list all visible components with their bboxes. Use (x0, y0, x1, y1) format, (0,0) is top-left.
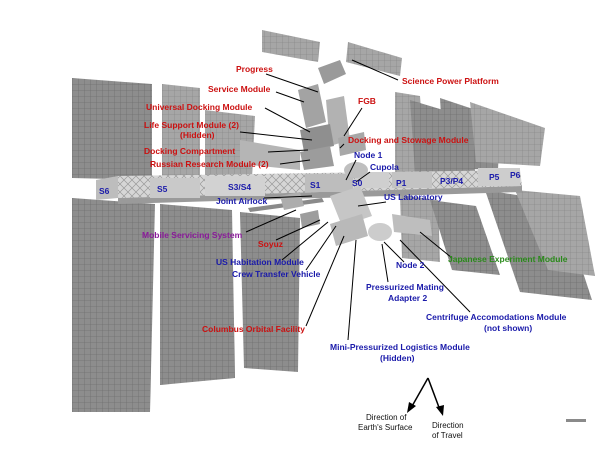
label-pma2-line2: Adapter 2 (388, 293, 427, 303)
earth-direction-arrow (410, 377, 429, 409)
label-progress: Progress (236, 64, 273, 74)
soyuz-shape (300, 210, 320, 228)
solar-panel-p6-upper (470, 102, 545, 166)
label-travel-direction-2: of Travel (432, 431, 463, 440)
label-node1: Node 1 (354, 150, 383, 160)
node2-shape (368, 223, 392, 241)
scale-bar (566, 419, 586, 422)
solar-arrays (72, 30, 595, 412)
jem-shape (392, 214, 432, 236)
label-pma2: Pressurized Mating (366, 282, 444, 292)
label-mplm-hidden: (Hidden) (380, 353, 415, 363)
label-us-laboratory: US Laboratory (384, 192, 443, 202)
node1-shape (344, 162, 368, 178)
label-p3p4: P3/P4 (440, 176, 463, 186)
progress-shape (318, 60, 346, 84)
label-universal-docking-module: Universal Docking Module (146, 102, 253, 112)
label-docking-compartment: Docking Compartment (144, 146, 235, 156)
label-service-module: Service Module (208, 84, 271, 94)
fgb-shape (326, 96, 350, 146)
label-centrifuge-not-shown: (not shown) (484, 323, 532, 333)
earth-arrow-head (407, 402, 416, 413)
label-joint-airlock: Joint Airlock (216, 196, 267, 206)
modules (248, 60, 432, 246)
label-s3s4: S3/S4 (228, 182, 251, 192)
label-p5: P5 (489, 172, 500, 182)
solar-panel-p6-lower (515, 190, 595, 276)
label-japanese-experiment-module: Japanese Experiment Module (448, 254, 568, 264)
solar-panel-s6-lower (72, 198, 155, 412)
us-hab-shape (330, 214, 368, 246)
label-earth-direction-2: Earth's Surface (358, 423, 413, 432)
label-crew-transfer-vehicle: Crew Transfer Vehicle (232, 269, 321, 279)
solar-panel-s5-upper (162, 84, 200, 178)
solar-panel-p34-lower (430, 200, 500, 275)
label-russian-research-module: Russian Research Module (2) (150, 159, 269, 169)
label-s5: S5 (157, 184, 168, 194)
leader-lines (239, 59, 471, 341)
label-science-power-platform: Science Power Platform (402, 76, 499, 86)
label-p6: P6 (510, 170, 521, 180)
label-p1: P1 (396, 178, 407, 188)
label-mplm: Mini-Pressurized Logistics Module (330, 342, 470, 352)
label-cupola: Cupola (370, 162, 399, 172)
label-s1: S1 (310, 180, 321, 190)
label-node2: Node 2 (396, 260, 425, 270)
label-docking-stowage-module: Docking and Stowage Module (348, 135, 469, 145)
label-travel-direction: Direction (432, 421, 464, 430)
label-mobile-servicing-system: Mobile Servicing System (142, 230, 243, 240)
label-centrifuge: Centrifuge Accomodations Module (426, 312, 567, 322)
solar-panel-s34-lower (240, 212, 300, 372)
direction-arrows (407, 377, 586, 422)
label-life-support-hidden: (Hidden) (180, 130, 215, 140)
solar-panel-s6-upper (72, 78, 152, 180)
truss (96, 168, 522, 204)
travel-arrow-head (436, 405, 444, 416)
spp-panel-2 (346, 42, 402, 76)
label-life-support-module: Life Support Module (2) (144, 120, 239, 130)
label-soyuz: Soyuz (258, 239, 283, 249)
service-module-shape (298, 84, 326, 128)
label-s0: S0 (352, 178, 363, 188)
labels: Progress Service Module Universal Dockin… (99, 64, 568, 440)
radiator-panel (240, 140, 300, 170)
label-s6: S6 (99, 186, 110, 196)
solar-panel-s5-lower (160, 204, 235, 385)
label-columbus: Columbus Orbital Facility (202, 324, 305, 334)
label-fgb: FGB (358, 96, 376, 106)
label-us-habitation-module: US Habitation Module (216, 257, 304, 267)
spp-panel-1 (262, 30, 320, 62)
label-earth-direction: Direction of (366, 413, 407, 422)
russian-research-shape (300, 146, 334, 170)
travel-direction-arrow (427, 377, 441, 411)
docking-stowage-shape (338, 132, 366, 156)
